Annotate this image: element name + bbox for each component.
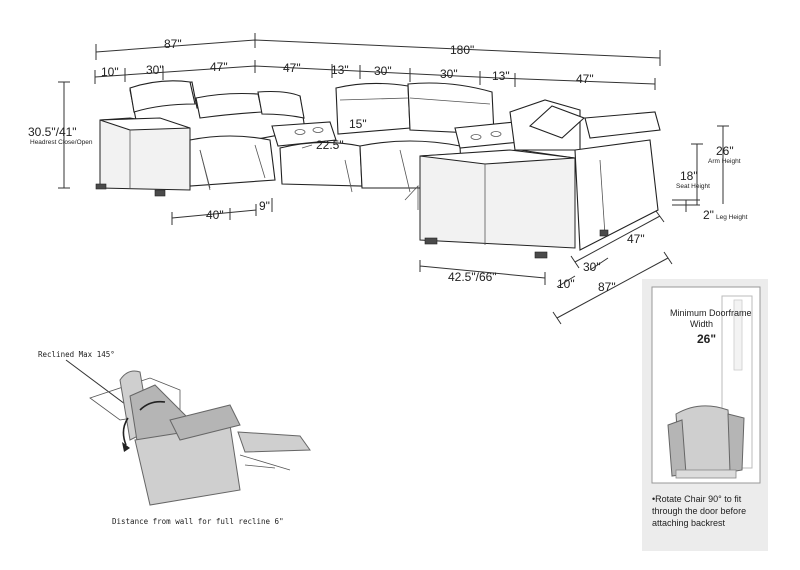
sectional-sofa-drawing: 15" 22.5" bbox=[95, 80, 661, 259]
left-height-dimension: 30.5"/41" Headrest Close/Open bbox=[28, 81, 93, 189]
dim-leg-height-2: 2" bbox=[703, 208, 714, 222]
doorframe-note-3: attaching backrest bbox=[652, 518, 726, 528]
dim-leg-height-label: Leg Height bbox=[716, 214, 748, 221]
dim-seat-height-18: 18" bbox=[680, 169, 698, 183]
doorframe-note-2: through the door before bbox=[652, 506, 746, 516]
dim-total-180: 180" bbox=[450, 43, 474, 57]
recliner-illustration: Reclined Max 145° Distance from wall for… bbox=[38, 350, 311, 526]
dim-seg-10: 10" bbox=[101, 65, 119, 79]
dim-headrest-height: 30.5"/41" bbox=[28, 125, 77, 139]
dim-depth-40: 40" bbox=[206, 208, 224, 222]
dim-headrest-note: Headrest Close/Open bbox=[30, 139, 93, 146]
dim-seg-47b: 47" bbox=[283, 61, 301, 75]
dim-arm-height-label: Arm Height bbox=[708, 158, 741, 165]
doorframe-note-1: •Rotate Chair 90° to fit bbox=[652, 494, 742, 504]
dim-seg-47c: 47" bbox=[576, 72, 594, 86]
top-dimension-lines: 87" 180" 10" 30" 47" 47" 13" 30" 30" 13"… bbox=[94, 33, 661, 90]
dim-chaise-depth: 42.5"/66" bbox=[448, 270, 497, 284]
recliner-wall-note: Distance from wall for full recline 6" bbox=[112, 517, 284, 526]
doorframe-title-2: Width bbox=[690, 319, 713, 329]
bottom-left-dimensions: 40" 9" bbox=[171, 198, 273, 225]
dim-gap-9: 9" bbox=[259, 199, 270, 213]
dim-left-87: 87" bbox=[164, 37, 182, 51]
recliner-max-label: Reclined Max 145° bbox=[38, 350, 115, 359]
dim-inner-15: 15" bbox=[349, 117, 367, 131]
dim-side-47: 47" bbox=[627, 232, 645, 246]
dim-seg-47a: 47" bbox=[210, 60, 228, 74]
dim-inner-22-5: 22.5" bbox=[316, 138, 344, 152]
dim-arm-height-26: 26" bbox=[716, 144, 734, 158]
right-height-dimensions: 26" Arm Height 18" Seat Height 2" Leg He… bbox=[672, 125, 748, 222]
doorframe-title-1: Minimum Doorframe bbox=[670, 308, 752, 318]
doorframe-width-value: 26" bbox=[697, 332, 716, 346]
dim-seg-30c: 30" bbox=[440, 67, 458, 81]
dim-seg-30a: 30" bbox=[146, 63, 164, 77]
bottom-right-dimensions: 42.5"/66" 47" 30" 10" 87" bbox=[419, 210, 673, 325]
dim-seg-13a: 13" bbox=[331, 63, 349, 77]
dim-seg-30b: 30" bbox=[374, 64, 392, 78]
dim-side-87: 87" bbox=[598, 280, 616, 294]
doorframe-illustration: Minimum Doorframe Width 26" •Rotate Chai… bbox=[642, 279, 768, 551]
dim-seg-13b: 13" bbox=[492, 69, 510, 83]
dim-side-30: 30" bbox=[583, 260, 601, 274]
dim-side-10: 10" bbox=[557, 277, 575, 291]
dim-seat-height-label: Seat Height bbox=[676, 183, 710, 190]
